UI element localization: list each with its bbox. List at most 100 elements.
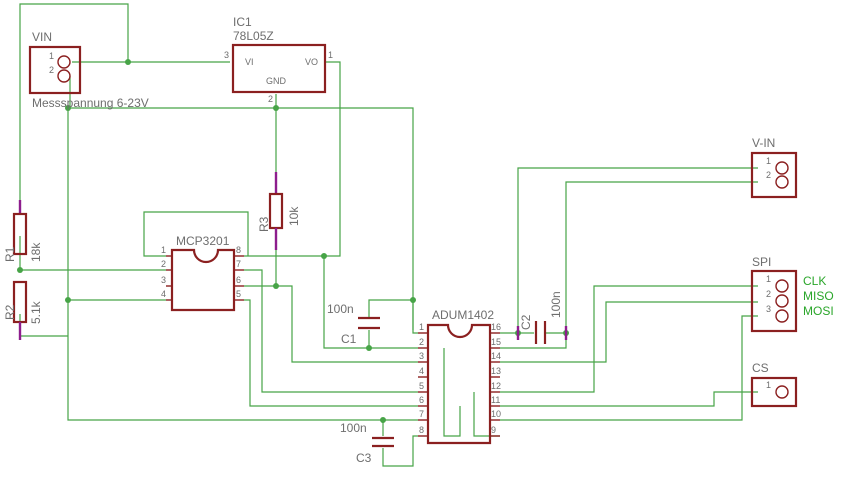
wire-c1-top — [368, 299, 413, 318]
r2-resistor: R2 5.1k — [3, 280, 43, 340]
wire-vo-c1 — [323, 256, 418, 349]
junction — [273, 105, 279, 111]
wire-adum-loop-a — [443, 348, 461, 437]
ic1-pin1: 1 — [328, 50, 333, 60]
r1-value: 18k — [29, 242, 43, 262]
v-in-pin2: 2 — [766, 170, 771, 180]
r2-value: 5.1k — [29, 300, 43, 324]
spi-mosi-label: MOSI — [803, 304, 834, 318]
junction — [65, 105, 71, 111]
c1-name: C1 — [341, 332, 357, 346]
mcp-pin7: 7 — [236, 259, 241, 269]
cs-pin1: 1 — [766, 380, 771, 390]
v-in-connector: V-IN 1 2 — [750, 136, 798, 199]
wire-vin-conn-2 — [565, 181, 758, 333]
adum-pin-number-left: 1 — [419, 322, 424, 332]
adum-pin-number-right: 12 — [491, 381, 501, 391]
vin-note: Messspannung 6-23V — [32, 96, 149, 110]
mcp-body — [170, 248, 236, 312]
adum-pin-number-left: 2 — [419, 337, 424, 347]
v-in-body — [750, 151, 798, 199]
c2-value: 100n — [549, 291, 563, 318]
adum-pin-number-left: 6 — [419, 395, 424, 405]
wire-mcp-pin7 — [244, 269, 418, 393]
vin-connector: VIN 1 2 Messspannung 6-23V — [28, 30, 149, 110]
spi-body — [750, 269, 798, 333]
adum-name: ADUM1402 — [432, 308, 494, 322]
wire-mcp-pin1-loop — [143, 211, 249, 257]
junction — [273, 283, 279, 289]
junction — [321, 253, 327, 259]
wire-r2-bottom — [19, 314, 68, 337]
wire-adum-pin16 — [500, 167, 758, 334]
spi-clk-label: CLK — [803, 274, 826, 288]
cs-name: CS — [752, 361, 769, 375]
wire-adum-pin10 — [500, 315, 758, 421]
wire-adum-pin11 — [500, 391, 758, 407]
r3-body — [268, 192, 284, 230]
c3-capacitor: 100n C3 — [340, 421, 394, 465]
adum-pin-number-left: 5 — [419, 381, 424, 391]
spi-name: SPI — [752, 255, 771, 269]
v-in-pin1-circle — [775, 161, 789, 175]
r3-name: R3 — [257, 216, 271, 232]
cs-body — [750, 376, 798, 408]
vin-pin1: 1 — [49, 51, 54, 61]
wire-adum-pin12 — [500, 285, 758, 393]
adum-pin-number-right: 15 — [491, 337, 501, 347]
wire-c3-bottom — [382, 435, 418, 467]
c2-name: C2 — [519, 314, 533, 330]
mcp3201-chip: MCP3201 1 2 3 4 8 7 6 5 — [161, 234, 244, 312]
spi-pin2-circle — [775, 294, 789, 308]
wire-adum-pin1 — [412, 300, 418, 334]
v-in-pin2-circle — [775, 175, 789, 189]
ic1-gnd-label: GND — [266, 76, 287, 86]
mcp-name: MCP3201 — [176, 234, 230, 248]
c1-capacitor: 100n C1 — [327, 302, 380, 346]
adum-pin-number-left: 8 — [419, 425, 424, 435]
mcp-pin1: 1 — [161, 245, 166, 255]
ic1-pin3: 3 — [224, 50, 229, 60]
ic1-vi-label: VI — [245, 57, 254, 67]
cs-pin1-circle — [775, 385, 789, 399]
vin-name: VIN — [32, 30, 52, 44]
mcp-pin5: 5 — [236, 289, 241, 299]
junction — [125, 59, 131, 65]
junction — [410, 297, 416, 303]
wire-adum-pin15 — [500, 333, 567, 349]
mcp-pin8: 8 — [236, 245, 241, 255]
adum-pin-number-right: 9 — [491, 425, 496, 435]
adum-pin-number-right: 10 — [491, 409, 501, 419]
wire-gnd-bus — [68, 107, 414, 330]
adum-pin-number-right: 11 — [491, 395, 500, 405]
wire-adum-pin14 — [500, 301, 758, 363]
ic1-pin2: 2 — [268, 94, 273, 104]
spi-pin2: 2 — [766, 289, 771, 299]
spi-pin3: 3 — [766, 304, 771, 314]
spi-pin1-circle — [775, 279, 789, 293]
junction — [380, 417, 386, 423]
ic1-value: 78L05Z — [233, 29, 274, 43]
c3-name: C3 — [356, 451, 372, 465]
cs-connector: CS 1 — [750, 361, 798, 408]
adum-pin-number-left: 3 — [419, 351, 424, 361]
adum-pin-number-left: 7 — [419, 409, 424, 419]
r1-resistor: R1 18k — [3, 200, 43, 262]
spi-connector: SPI 1 2 3 CLK MISO MOSI — [750, 255, 834, 333]
junction — [17, 267, 23, 273]
v-in-pin1: 1 — [766, 156, 771, 166]
v-in-name: V-IN — [752, 136, 775, 150]
wire-mcp-pin5 — [244, 299, 418, 407]
vin-pin1-circle — [57, 55, 71, 69]
r2-name: R2 — [3, 304, 17, 320]
wire-pin6-down — [276, 285, 418, 363]
wire-top-loop — [19, 3, 129, 200]
r3-value: 10k — [287, 206, 301, 226]
wires — [19, 3, 758, 467]
vin-pin2: 2 — [49, 65, 54, 75]
ic1-regulator: IC1 78L05Z VI VO GND 3 1 2 — [224, 15, 333, 104]
adum-pin-number-right: 13 — [491, 366, 501, 376]
